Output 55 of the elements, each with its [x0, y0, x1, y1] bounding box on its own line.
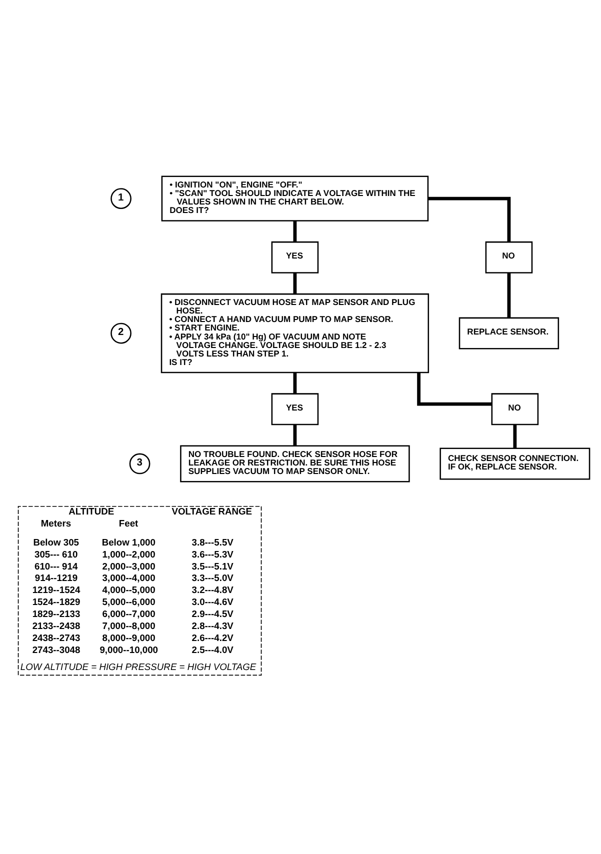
connector — [293, 424, 297, 446]
connector — [513, 424, 517, 448]
label: 2,000--3,000 — [102, 560, 156, 571]
node-circle: 3 — [129, 452, 150, 474]
node-box: • DISCONNECT VACUUM HOSE AT MAP SENSOR AND PLUG HOSE. • CONNECT A HAND VACUUM PUMP TO MAP SENSOR. • START ENGINE. • APPLY 34 kPa (10" Hg) OF VACUUM AND NOTE VOLTAGE CHANGE. VOLTAGE SHOULD BE 1.2 - 2.3 VOLTS LESS THAN STEP 1. IS IT? — [160, 292, 430, 373]
label: LOW ALTITUDE = HIGH PRESSURE = HIGH VOLTAGE — [20, 661, 256, 672]
node-box: YES — [271, 240, 319, 273]
node-box: NO — [485, 240, 533, 273]
label: 305--- 610 — [34, 548, 78, 559]
label: Below 1,000 — [102, 536, 156, 547]
label: 8,000--9,000 — [102, 632, 156, 642]
node-circle: 2 — [110, 322, 132, 344]
label: 3.2---4.8V — [192, 584, 234, 595]
label: 914--1219 — [34, 572, 78, 583]
label: 2.8---4.3V — [192, 620, 234, 630]
label: 4,000--5,000 — [102, 584, 156, 595]
node-box: CHECK SENSOR CONNECTION. IF OK, REPLACE SENSOR. — [440, 447, 590, 480]
connector — [417, 372, 492, 406]
label: 2743--3048 — [32, 644, 80, 654]
label: 1829--2133 — [32, 608, 80, 619]
label: Below 305 — [33, 536, 79, 547]
label: 2133--2438 — [32, 620, 80, 630]
label: Meters — [40, 518, 72, 528]
label: 7,000--8,000 — [102, 620, 156, 630]
label: 3.3---5.0V — [192, 572, 234, 583]
label: 3.0---4.6V — [192, 596, 234, 607]
label: 2.6---4.2V — [192, 632, 234, 642]
label: 2438--2743 — [32, 632, 80, 642]
label: 3.6---5.3V — [192, 548, 234, 559]
label: ALTITUDE — [68, 506, 114, 516]
label: 1524--1829 — [32, 596, 80, 607]
node-box: NO — [491, 392, 539, 425]
label: 1,000--2,000 — [102, 548, 156, 559]
label: 3.8---5.5V — [192, 536, 234, 547]
connector — [428, 196, 511, 242]
node-box: REPLACE SENSOR. — [458, 316, 560, 349]
label: 3,000--4,000 — [102, 572, 156, 583]
connector — [293, 272, 297, 294]
node-box: • IGNITION "ON", ENGINE "OFF." • "SCAN" TOOL SHOULD INDICATE A VOLTAGE WITHIN THE VALUES SHOWN IN THE CHART BELOW. DOES IT? — [161, 175, 429, 221]
label: Feet — [118, 518, 138, 528]
node-circle: 1 — [110, 188, 132, 209]
label: VOLTAGE RANGE — [172, 506, 252, 516]
connector — [293, 220, 297, 242]
connector — [507, 272, 511, 318]
node-box: NO TROUBLE FOUND. CHECK SENSOR HOSE FOR LEAKAGE OR RESTRICTION. BE SURE THIS HOSE SUPPLIES VACUUM TO MAP SENSOR ONLY. — [180, 444, 410, 482]
label: 2.9---4.5V — [192, 608, 234, 619]
label: 6,000--7,000 — [102, 608, 156, 619]
node-box: YES — [271, 392, 319, 425]
label: 9,000--10,000 — [100, 644, 158, 654]
label: 2.5---4.0V — [192, 644, 234, 654]
label: 3.5---5.1V — [192, 560, 234, 571]
label: 610--- 914 — [34, 560, 78, 571]
connector — [293, 372, 297, 394]
label: 5,000--6,000 — [102, 596, 156, 607]
label: 1219--1524 — [32, 584, 80, 595]
